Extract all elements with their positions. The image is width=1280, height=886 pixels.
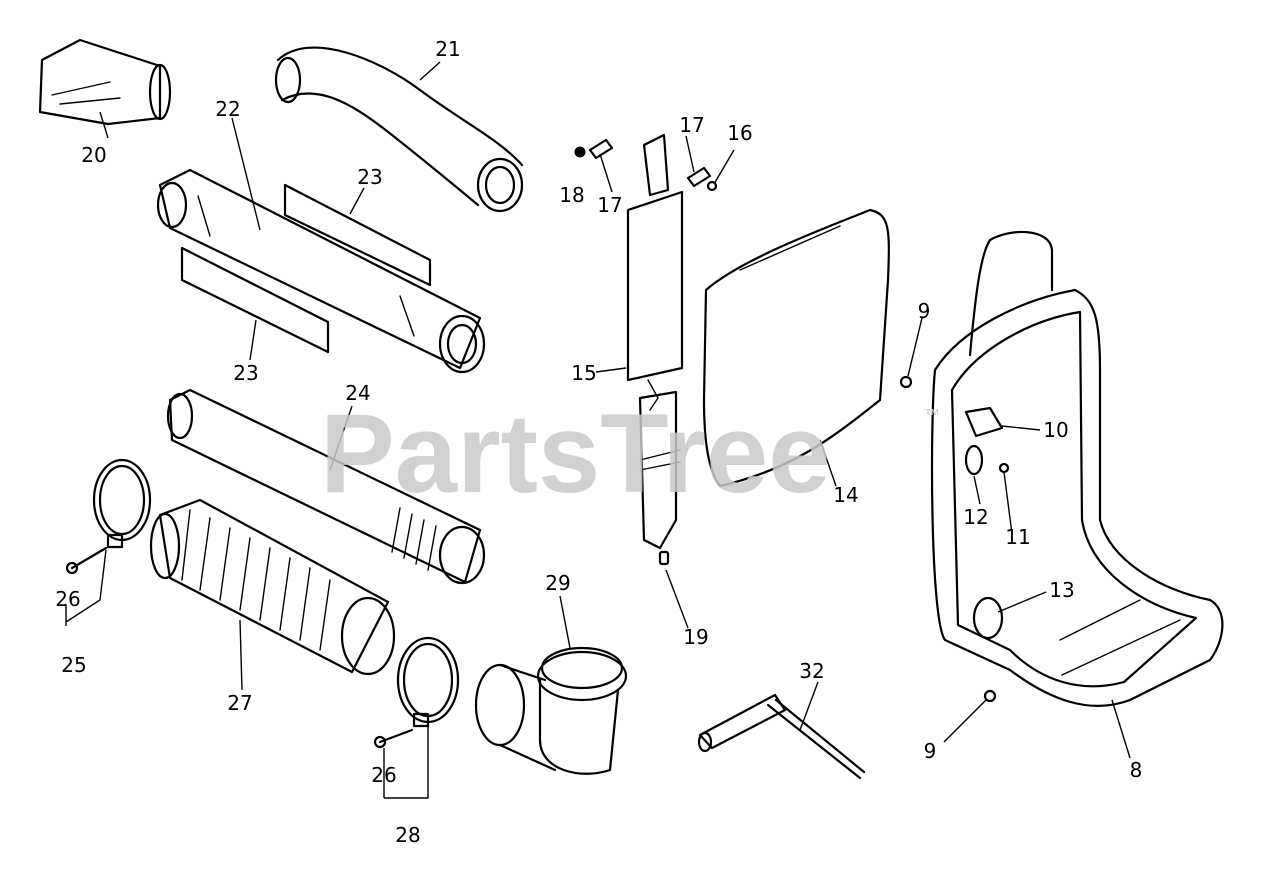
callout-labels: 20 21 22 23 23 24 26 25 27 26 28 29 19 1… [55, 37, 1142, 847]
callout-26-lower: 26 [371, 763, 396, 787]
part-11-screw[interactable] [998, 462, 1010, 474]
callout-28: 28 [395, 823, 420, 847]
leader-lines [65, 61, 1131, 799]
part-28-clamp[interactable] [396, 636, 460, 728]
part-32-wrench[interactable] [697, 693, 866, 780]
part-13-knob[interactable] [972, 596, 1004, 640]
part-12-grommet[interactable] [964, 444, 984, 476]
callout-17-right: 17 [679, 113, 704, 137]
callout-17-left: 17 [597, 193, 622, 217]
callout-9-upper: 9 [918, 299, 931, 323]
part-18-nut[interactable] [574, 146, 586, 158]
callout-18: 18 [559, 183, 584, 207]
bracket [642, 133, 670, 197]
callout-10: 10 [1043, 418, 1068, 442]
callout-23-upper: 23 [357, 165, 382, 189]
callout-15: 15 [571, 361, 596, 385]
callout-32: 32 [799, 659, 824, 683]
part-17-link-left[interactable] [588, 138, 614, 160]
part-23-decal-upper[interactable] [283, 183, 432, 287]
part-9-nut-upper[interactable] [899, 375, 913, 389]
watermark-trademark: ™ [924, 407, 940, 424]
callout-8: 8 [1130, 758, 1143, 782]
part-16-pin[interactable] [706, 180, 718, 192]
callout-24: 24 [345, 381, 370, 405]
callout-9-lower: 9 [924, 739, 937, 763]
part-9-nut-lower[interactable] [983, 689, 997, 703]
callout-27: 27 [227, 691, 252, 715]
callout-20: 20 [81, 143, 106, 167]
part-10-switch[interactable] [964, 406, 1004, 438]
part-23-decal-lower[interactable] [180, 246, 330, 354]
callout-14: 14 [833, 483, 858, 507]
part-17-link-right[interactable] [686, 166, 712, 188]
part-14-back-pad[interactable] [702, 208, 890, 488]
part-24-pipe[interactable] [166, 388, 486, 585]
part-21-curved-pipe[interactable] [274, 46, 524, 213]
part-26-screw-lower[interactable] [373, 728, 414, 749]
part-29-elbow[interactable] [474, 646, 628, 775]
callout-29: 29 [545, 571, 570, 595]
part-20-nozzle[interactable] [38, 38, 172, 126]
callout-11: 11 [1005, 525, 1030, 549]
callout-12: 12 [963, 505, 988, 529]
callout-19: 19 [683, 625, 708, 649]
callout-16: 16 [727, 121, 752, 145]
watermark: PartsTree ™ [320, 391, 940, 516]
callout-26-upper: 26 [55, 587, 80, 611]
part-22-pipe[interactable] [156, 168, 486, 374]
part-27-flex-hose[interactable] [149, 498, 396, 676]
part-15-strap[interactable] [626, 190, 684, 550]
part-25-clamp[interactable] [92, 458, 152, 549]
part-26-screw-upper[interactable] [65, 546, 108, 575]
part-8-frame[interactable] [930, 230, 1224, 707]
callout-22: 22 [215, 97, 240, 121]
callout-13: 13 [1049, 578, 1074, 602]
callout-21: 21 [435, 37, 460, 61]
watermark-text: PartsTree [320, 391, 831, 516]
callout-25: 25 [61, 653, 86, 677]
callout-23-lower: 23 [233, 361, 258, 385]
part-19-cap[interactable] [658, 550, 670, 566]
